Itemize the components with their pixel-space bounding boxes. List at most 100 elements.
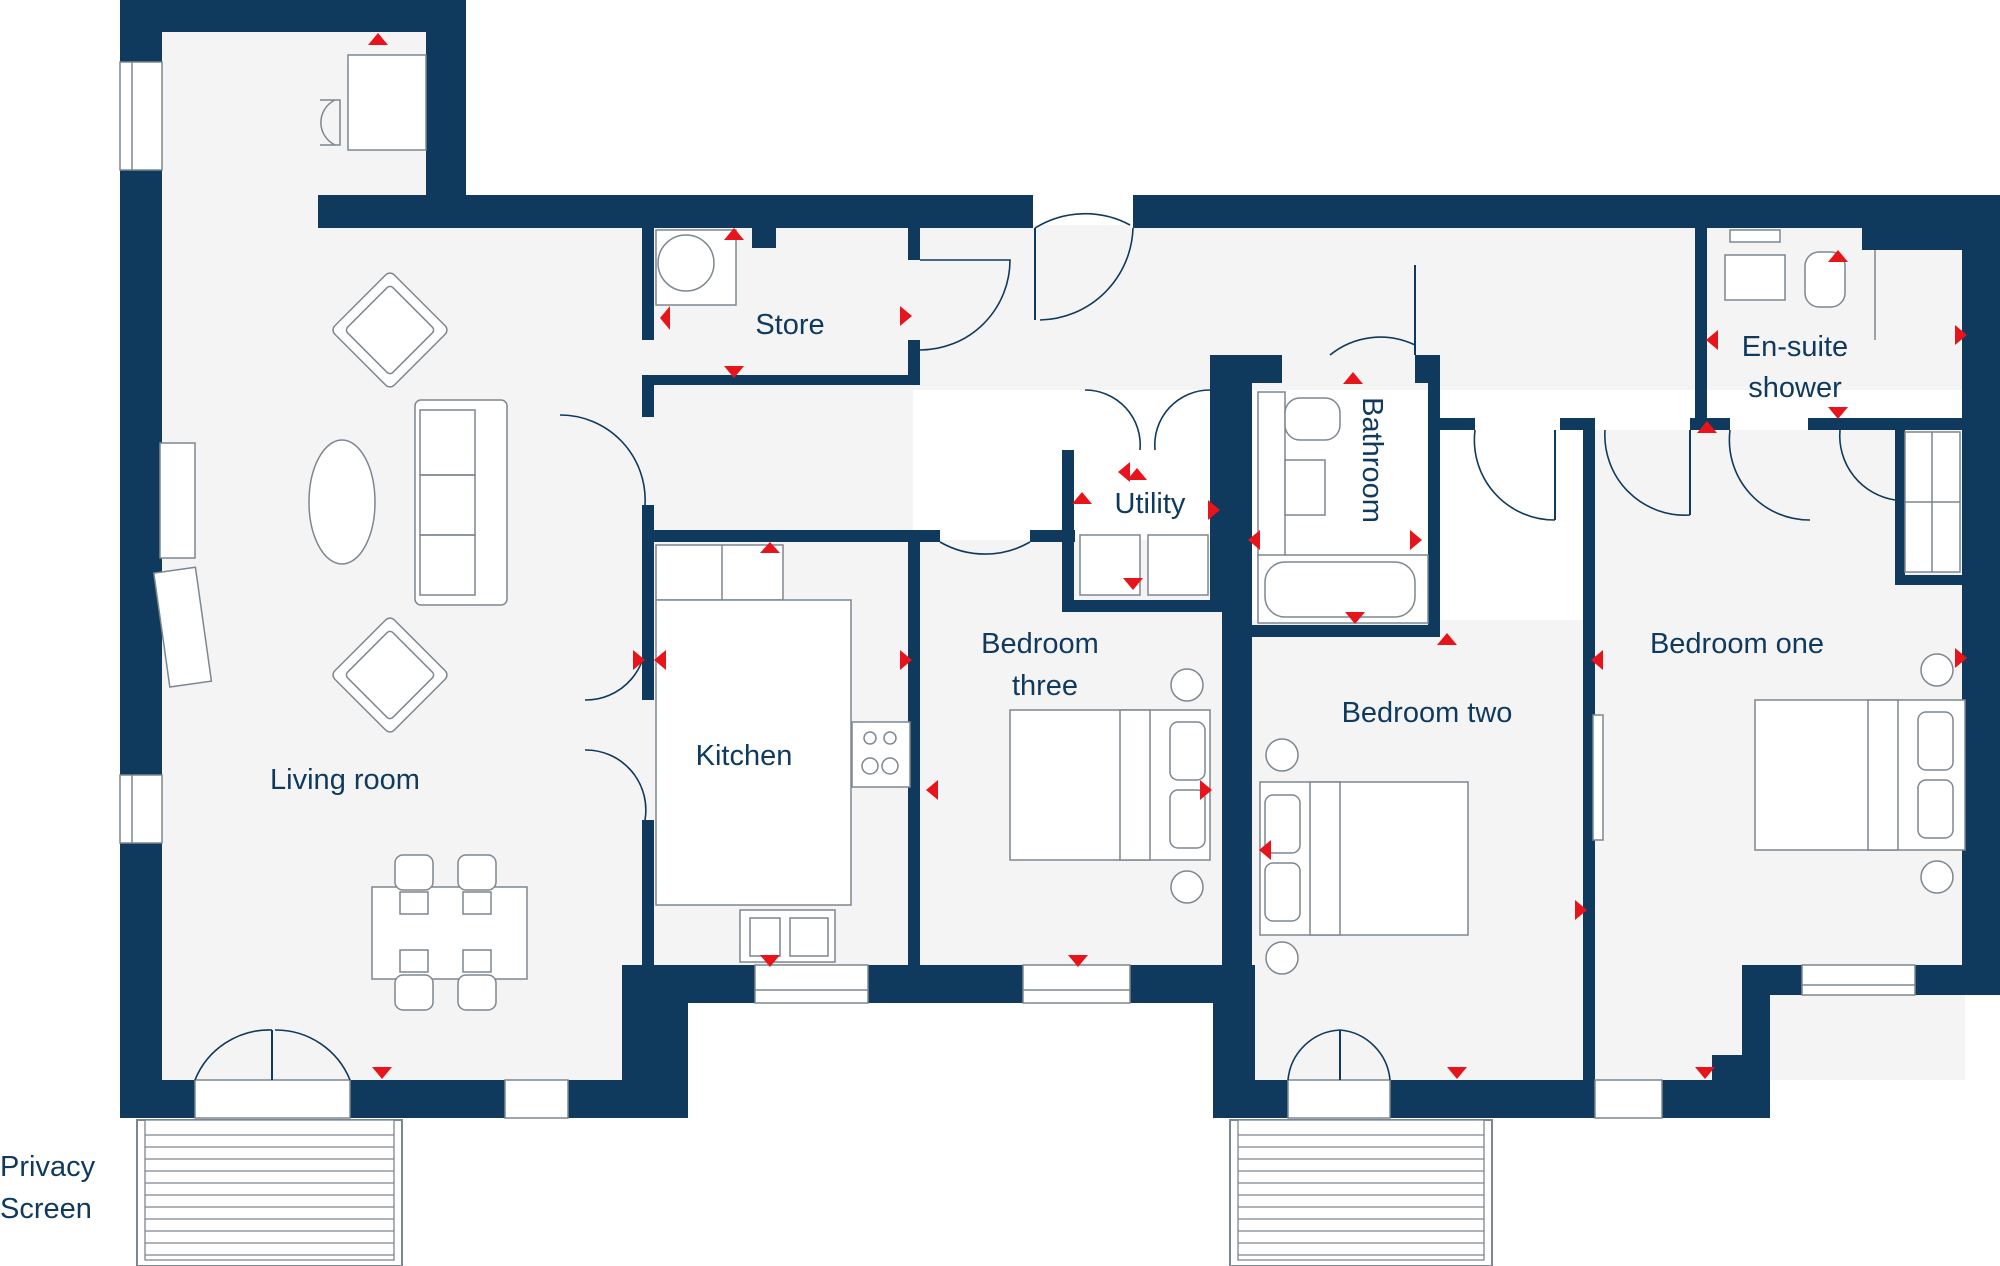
sofa bbox=[414, 399, 508, 606]
privacy-screens bbox=[136, 1119, 1493, 1266]
wall-segment bbox=[1062, 600, 1222, 612]
ensuite-shelf bbox=[1729, 229, 1781, 243]
pillow bbox=[1917, 779, 1954, 839]
tv-unit bbox=[159, 442, 196, 559]
label-bedroom-three-2: three bbox=[1012, 670, 1078, 702]
toilet bbox=[1284, 397, 1341, 441]
wall-segment bbox=[1712, 1055, 1770, 1083]
bedside-lamp bbox=[1265, 738, 1299, 772]
window bbox=[1022, 964, 1131, 1004]
furniture bbox=[152, 54, 1966, 1011]
dining-chair bbox=[457, 854, 497, 891]
bedside-lamp bbox=[1265, 941, 1299, 975]
wall-segment bbox=[426, 0, 466, 228]
wall-segment bbox=[654, 530, 940, 542]
wall-segment bbox=[1133, 195, 2000, 228]
wall-segment bbox=[908, 340, 920, 385]
wall-segment bbox=[752, 228, 776, 248]
bathroom-cabinet bbox=[1257, 391, 1286, 558]
label-living-room: Living room bbox=[270, 764, 420, 796]
pillow bbox=[1169, 789, 1206, 849]
room-labels: Store Utility Bathroom En-suite shower B… bbox=[0, 309, 1848, 1225]
wall-segment bbox=[908, 530, 920, 970]
kitchen-unit-top bbox=[655, 544, 784, 601]
tv bbox=[152, 566, 213, 688]
window bbox=[119, 61, 163, 171]
washing-machine bbox=[1147, 534, 1209, 596]
wall-segment bbox=[1662, 1080, 1742, 1118]
armchair bbox=[332, 272, 448, 388]
label-kitchen: Kitchen bbox=[696, 740, 793, 772]
wall-segment bbox=[1062, 450, 1074, 610]
window bbox=[1594, 1079, 1663, 1119]
wall-segment bbox=[1440, 418, 1475, 430]
windows bbox=[119, 61, 1916, 1119]
wall-segment bbox=[1808, 418, 1970, 430]
chair-seat bbox=[462, 949, 492, 973]
pillow bbox=[1917, 711, 1954, 771]
wall-segment bbox=[120, 1080, 195, 1118]
dining-table bbox=[371, 886, 528, 980]
wall-segment bbox=[1915, 965, 2000, 995]
label-privacy-screen-1: Privacy bbox=[0, 1151, 96, 1183]
hob bbox=[851, 721, 911, 788]
desk-chair bbox=[320, 99, 341, 146]
label-bedroom-one: Bedroom one bbox=[1650, 628, 1824, 660]
dining-chair bbox=[394, 974, 434, 1011]
wall-segment bbox=[120, 170, 162, 775]
wall-segment bbox=[1962, 195, 2000, 995]
pillow bbox=[1264, 794, 1301, 854]
bed-blanket bbox=[1119, 709, 1151, 861]
window bbox=[504, 1079, 569, 1119]
wall-segment bbox=[1252, 625, 1440, 637]
chair-seat bbox=[399, 949, 429, 973]
label-bedroom-two: Bedroom two bbox=[1342, 697, 1513, 729]
label-store: Store bbox=[755, 309, 824, 341]
wall-segment bbox=[655, 965, 755, 1003]
pillow bbox=[1169, 721, 1206, 781]
wall-segment bbox=[350, 1080, 505, 1118]
armchair bbox=[332, 617, 448, 733]
label-utility: Utility bbox=[1115, 488, 1186, 520]
desk bbox=[347, 54, 427, 151]
chair-seat bbox=[399, 891, 429, 915]
wall-segment bbox=[642, 820, 654, 970]
store-cylinder bbox=[657, 234, 715, 292]
bedside-lamp bbox=[1170, 668, 1204, 702]
wall-mirror bbox=[1592, 714, 1604, 841]
label-ensuite-2: shower bbox=[1748, 372, 1842, 404]
screen-slats bbox=[145, 1134, 1484, 1256]
label-bedroom-three-1: Bedroom bbox=[981, 628, 1099, 660]
wall-segment bbox=[654, 375, 919, 385]
walls bbox=[120, 0, 2000, 1118]
patio-door-living bbox=[194, 1079, 351, 1119]
wall-segment bbox=[1390, 1080, 1595, 1118]
wall-segment bbox=[868, 965, 1023, 1003]
chair-seat bbox=[462, 891, 492, 915]
wall-segment bbox=[1428, 355, 1440, 637]
wall-segment bbox=[642, 225, 654, 340]
wall-segment bbox=[908, 228, 920, 260]
wall-segment bbox=[1742, 965, 1802, 995]
dining-chair bbox=[394, 854, 434, 891]
wall-segment bbox=[1862, 225, 1962, 250]
label-privacy-screen-2: Screen bbox=[0, 1193, 92, 1225]
dryer bbox=[1079, 534, 1141, 596]
wall-segment bbox=[1895, 430, 1905, 580]
basin bbox=[1284, 459, 1326, 516]
ensuite-toilet bbox=[1804, 251, 1846, 308]
label-ensuite-1: En-suite bbox=[1742, 331, 1848, 363]
label-bathroom: Bathroom bbox=[1356, 397, 1388, 523]
kitchen-island bbox=[655, 599, 852, 906]
bedside-lamp bbox=[1170, 870, 1204, 904]
bed-blanket bbox=[1867, 699, 1899, 851]
wall-segment bbox=[1583, 418, 1595, 1083]
window bbox=[119, 774, 163, 844]
wall-segment bbox=[642, 505, 654, 700]
wall-segment bbox=[120, 0, 460, 32]
wall-segment bbox=[1222, 355, 1252, 1115]
bed-blanket bbox=[1309, 781, 1341, 936]
wall-segment bbox=[1210, 355, 1222, 610]
bedside-lamp bbox=[1920, 653, 1954, 687]
